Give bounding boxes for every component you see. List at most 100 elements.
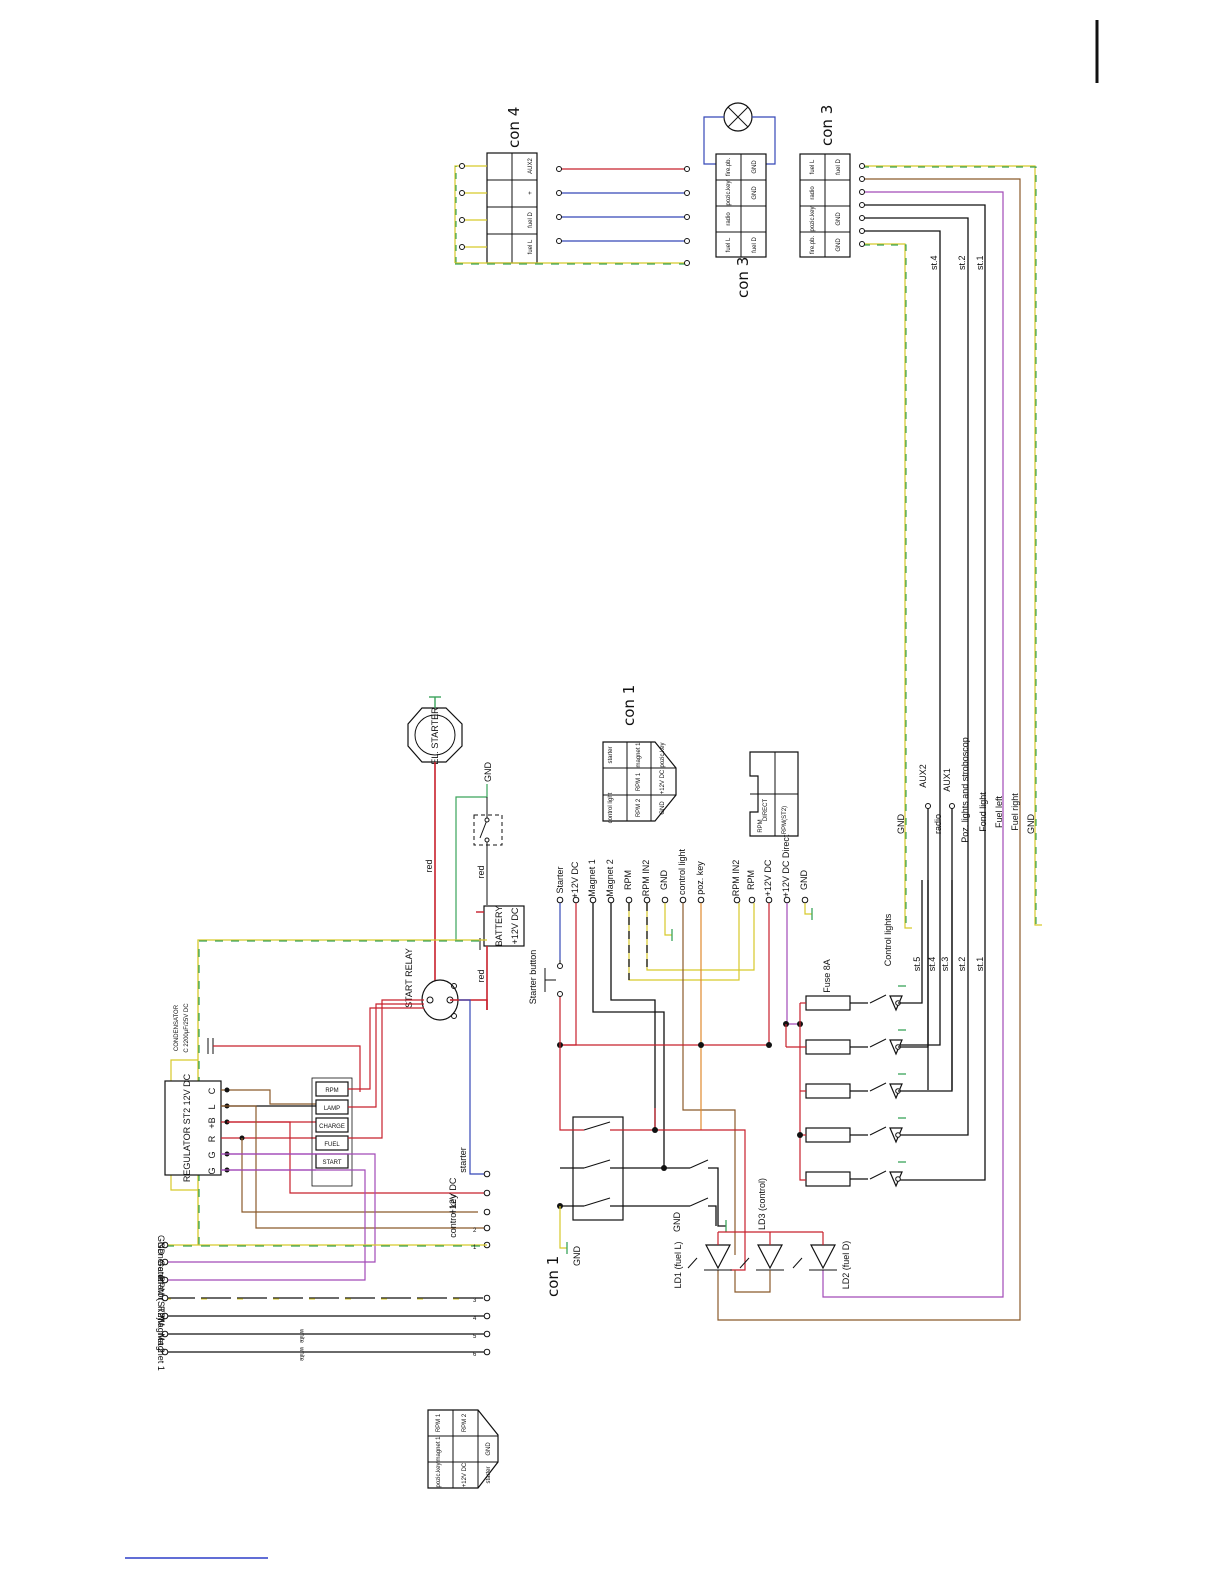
svg-text:3: 3 [473,1298,477,1304]
svg-text:GND: GND [752,160,758,174]
svg-text:GND: GND [660,801,666,815]
svg-text:+12V DC: +12V DC [660,769,666,794]
relay-fuse-wires [165,999,487,1281]
svg-text:LD1 (fuel L): LD1 (fuel L) [673,1241,683,1288]
svg-text:st.4: st.4 [927,957,937,972]
svg-text:GND: GND [659,870,669,891]
svg-text:RPM IN2: RPM IN2 [641,860,651,897]
con4-con3-bridge-wires [556,166,690,266]
svg-text:pozic.key: pozic.key [436,1462,442,1487]
svg-text:Magnet 2: Magnet 2 [605,859,615,897]
svg-text:st.1: st.1 [975,957,985,972]
con1-signal-labels: Starter +12V DC Magnet 1 Magnet 2 RPM RP… [555,834,809,898]
con3-title-bottom: con 3 [734,257,752,298]
svg-text:+12V DC: +12V DC [462,1462,468,1487]
svg-text:GND: GND [483,762,493,783]
svg-text:Starter: Starter [555,866,565,893]
svg-text:starter: starter [458,1147,468,1173]
svg-text:GND: GND [1026,814,1036,835]
svg-text:Magnet 2: Magnet 2 [156,1315,166,1353]
svg-text:RPM 2: RPM 2 [636,798,642,817]
svg-text:radio: radio [726,212,732,226]
svg-text:RPM(ST2): RPM(ST2) [782,806,788,834]
svg-text:st.2: st.2 [957,255,967,270]
svg-text:Fuel right: Fuel right [1010,793,1020,831]
svg-text:white: white [298,1346,304,1362]
ground-switch: GND red [455,762,503,940]
svg-text:GND: GND [572,1246,582,1267]
svg-text:1: 1 [473,1245,477,1251]
svg-text:Poz. lights and stroboscop: Poz. lights and stroboscop [960,737,970,843]
svg-text:G: G [207,1167,217,1174]
right-signal-labels: GND AUX2 radio AUX1 Poz. lights and stro… [896,737,1036,843]
svg-text:FUEL: FUEL [324,1142,340,1148]
svg-text:6: 6 [473,1352,477,1358]
svg-text:Magnet 1: Magnet 1 [587,859,597,897]
control-light-1 [869,985,906,1012]
svg-text:st.1: st.1 [975,255,985,270]
svg-text:Starter button: Starter button [528,950,538,1005]
svg-text:Generator: Generator [156,1242,166,1283]
svg-text:C 2200µF/25V DC: C 2200µF/25V DC [184,1003,190,1053]
svg-text:+12V DC: +12V DC [570,861,580,898]
svg-text:pozic.key: pozic.key [726,180,732,205]
svg-text:+12V DC: +12V DC [448,1177,458,1214]
svg-text:EL. STARTER: EL. STARTER [430,707,440,765]
con1-connector-diagram: starter magnet 1 pozic.key RPM 1 RPM 2 c… [602,685,677,823]
regulator-outputs [221,1087,316,1173]
control-light-3 [869,1073,906,1100]
svg-text:RPM: RPM [758,819,764,832]
svg-text:RPM: RPM [156,1306,166,1326]
svg-text:control key: control key [448,1194,458,1238]
con3-title-top: con 3 [818,105,836,146]
svg-text:red: red [476,865,486,878]
svg-text:R: R [207,1135,217,1142]
lamp-symbol [703,102,776,165]
svg-text:AUX1: AUX1 [942,768,952,792]
svg-text:Magnet 1: Magnet 1 [156,1333,166,1371]
svg-text:red: red [424,859,434,872]
svg-text:magnet 1: magnet 1 [436,1436,442,1462]
svg-text:START: START [322,1160,341,1166]
svg-text:GND: GND [752,186,758,200]
con1-wiring [557,903,813,1255]
svg-text:GND: GND [836,238,842,252]
control-light-2 [869,1029,906,1056]
starter-button: Starter button [528,950,563,1045]
svg-text:pozic.key: pozic.key [810,206,816,231]
fuse-column: Fuse 8A [785,959,868,1187]
svg-text:LD2 (fuel D): LD2 (fuel D) [841,1241,851,1290]
svg-text:RPM: RPM [746,870,756,890]
svg-text:fuel D: fuel D [528,212,534,228]
circuit-ids-mid: st.5 st.4 st.3 st.2 st.1 [912,957,985,972]
svg-text:CHARGE: CHARGE [319,1124,345,1130]
svg-text:2: 2 [473,1228,477,1234]
svg-text:fuel L: fuel L [726,237,732,252]
starter-cable: red [424,762,436,990]
svg-text:RPM 1: RPM 1 [636,772,642,791]
svg-text:red: red [476,969,486,982]
svg-text:radio: radio [933,814,943,834]
svg-text:GND: GND [896,814,906,835]
svg-text:fuel L: fuel L [528,239,534,254]
con1-title-bottom: con 1 [544,1256,562,1297]
right-long-wires [717,163,1042,1321]
svg-text:fuel D: fuel D [836,159,842,175]
rpm-connector-diagram: DIRECT RPM RPM(ST2) [749,751,799,837]
svg-text:GND: GND [799,870,809,891]
svg-text:st.3: st.3 [940,957,950,972]
control-light-4 [869,1117,906,1144]
svg-text:L: L [207,1104,217,1109]
control-light-5 [869,1161,906,1188]
svg-text:fire.pb.: fire.pb. [810,235,816,254]
svg-text:5: 5 [473,1334,477,1340]
left-pin-numbers: 1 2 3 4 5 6 [473,1228,477,1358]
svg-text:st.4: st.4 [929,255,939,270]
svg-text:st.2: st.2 [957,957,967,972]
con4-pin-labels: AUX2 + fuel D fuel L [528,158,534,255]
con3-connector-b: fuel L radio pozic.key fire.pb. fuel D G… [799,105,851,258]
svg-text:fuel L: fuel L [810,159,816,174]
svg-text:Fond light: Fond light [978,792,988,832]
